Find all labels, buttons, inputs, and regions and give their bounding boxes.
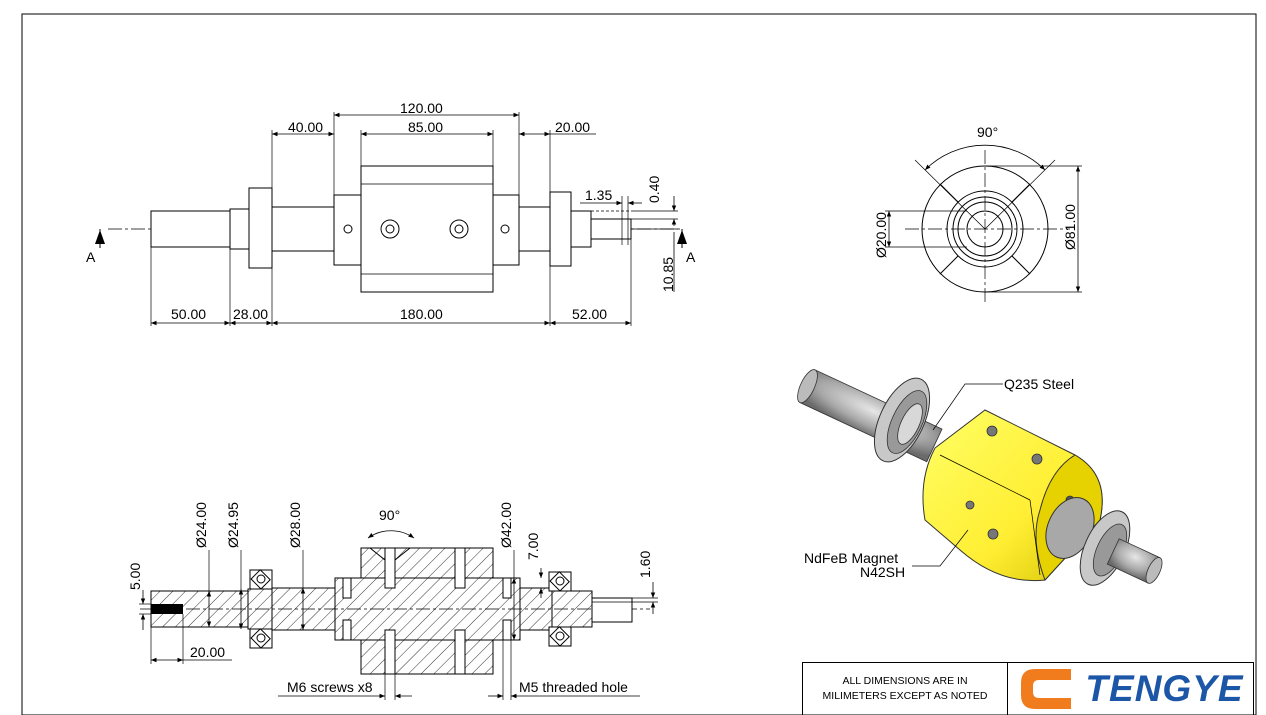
dim-text-50: 50.00 [171,306,206,322]
title-block: ALL DIMENSIONS ARE IN MILIMETERS EXCEPT … [802,662,1254,715]
dim-text-28: 28.00 [233,306,268,322]
dim-text-1085: 10.85 [660,257,676,292]
section-label-left: A [86,249,96,265]
dim-text-85: 85.00 [408,119,443,135]
section-d2000: 20.00 [190,644,225,660]
note-line2: MILIMETERS EXCEPT AS NOTED [822,690,988,702]
label-magnet-line2: N42SH [860,564,905,580]
brand-cell: TENGYE [1008,663,1253,715]
section-d160: 1.60 [637,551,653,578]
callout-hole: M5 threaded hole [519,679,628,695]
dim-text-40: 40.00 [288,119,323,135]
end-view-angle: 90° [977,124,998,140]
section-dia28: Ø28.00 [287,502,303,548]
end-view-bore: Ø20.00 [873,212,889,258]
section-d500: 5.00 [127,563,143,590]
logo-c-icon [1021,669,1072,709]
section-dia24: Ø24.00 [193,502,209,548]
side-view: A A 120.00 85.00 40.00 20.00 1.35 [86,100,696,326]
brand-name: TENGYE [1085,668,1244,709]
note-line1: ALL DIMENSIONS ARE IN [842,675,968,687]
section-label-right: A [686,249,696,265]
dim-text-52: 52.00 [572,306,607,322]
sheet-border [21,13,1257,715]
dim-text-180: 180.00 [400,306,443,322]
section-dia2495: Ø24.95 [225,502,241,548]
dim-text-135: 1.35 [585,187,612,203]
section-angle: 90° [379,507,400,523]
label-steel: Q235 Steel [1004,376,1074,392]
notes-cell: ALL DIMENSIONS ARE IN MILIMETERS EXCEPT … [803,663,1008,715]
section-dia42: Ø42.00 [498,502,514,548]
iso-view: Q235 Steel NdFeB Magnet N42SH [797,369,1163,586]
dim-text-20: 20.00 [555,119,590,135]
callout-screws: M6 screws x8 [287,679,373,695]
label-magnet-line1: NdFeB Magnet [804,550,898,566]
section-view: 90° Ø24.00 Ø24.95 Ø28.00 Ø42.00 7.00 1.6… [127,502,658,700]
dim-text-120: 120.00 [400,100,443,116]
section-d700: 7.00 [525,533,541,560]
end-view: 90° Ø20.00 Ø81.00 [873,124,1082,305]
dim-text-040: 0.40 [646,176,662,203]
end-view-outer: Ø81.00 [1062,204,1078,250]
